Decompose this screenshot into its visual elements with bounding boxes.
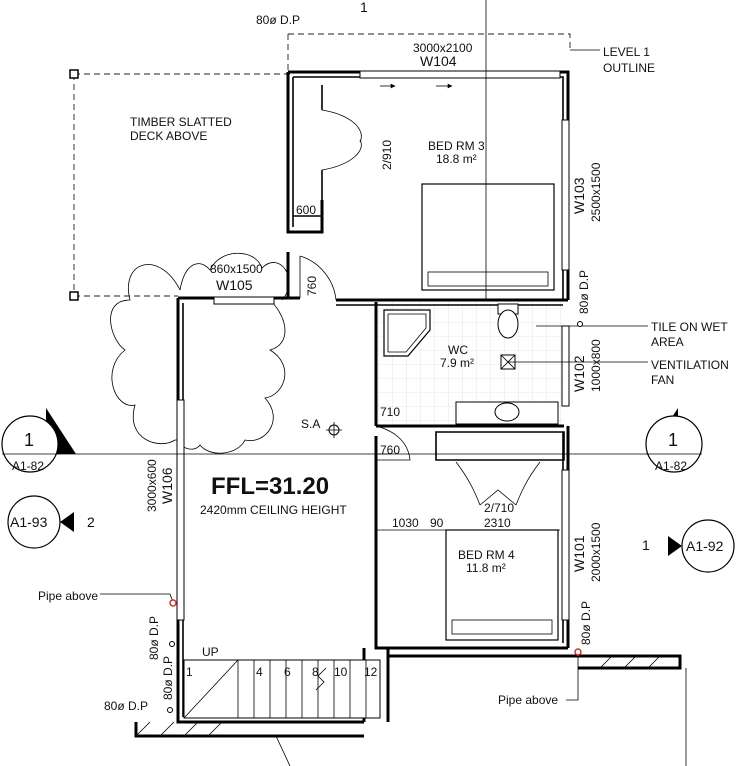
w104-size: 3000x2100 — [413, 41, 473, 55]
dim-2310: 2310 — [484, 516, 511, 530]
stair-step-12: 12 — [364, 665, 378, 679]
pipe-above-right-label: Pipe above — [498, 693, 558, 707]
w106-label: W106 — [159, 467, 175, 504]
dp-marker-left — [169, 641, 175, 647]
w105-size: 860x1500 — [210, 262, 263, 276]
dp-left-label-1: 80ø D.P — [147, 616, 161, 660]
door-710-label: 710 — [380, 405, 400, 419]
pipe-marker-left — [169, 599, 177, 607]
dp-left-label-2: 80ø D.P — [161, 656, 175, 700]
bed-rm-4-area: 11.8 m² — [466, 561, 506, 575]
dp-lower-right-label: 80ø D.P — [579, 601, 593, 645]
vent-label-2: FAN — [651, 373, 674, 387]
door-760-mid-label: 760 — [380, 443, 400, 457]
w101-label: W101 — [571, 535, 587, 572]
top-dp-label: 80ø D.P — [256, 13, 300, 27]
section-marker-right — [645, 408, 703, 473]
dp-marker-bottom-left — [167, 707, 173, 713]
stair-step-4: 4 — [256, 665, 263, 679]
ceiling-height-label: 2420mm CEILING HEIGHT — [200, 503, 347, 517]
smoke-alarm-icon — [326, 422, 342, 438]
bed-rm-3-name: BED RM 3 — [428, 139, 485, 153]
section-lines — [20, 0, 676, 766]
door-760-top-label: 760 — [305, 276, 319, 296]
w102-size: 1000x800 — [589, 339, 603, 392]
bed-rm-3-area: 18.8 m² — [436, 152, 477, 166]
w102-label: W102 — [571, 355, 587, 392]
w103-size: 2500x1500 — [589, 162, 603, 222]
door-600-label: 600 — [296, 203, 316, 217]
dp-marker-right — [577, 321, 583, 327]
wc-name: WC — [448, 343, 468, 357]
door-2-710-label: 2/710 — [484, 501, 514, 515]
grid-top-label: 1 — [360, 0, 368, 15]
pipe-marker-right — [574, 648, 582, 656]
section-right-number: 1 — [668, 430, 678, 450]
elevation-marker-a1-93 — [7, 495, 74, 549]
stair-step-1: 1 — [186, 665, 193, 679]
elevation-marker-a1-92 — [668, 519, 735, 573]
elevation-ref-a1-92: A1-92 — [686, 538, 724, 554]
tile-label-2: AREA — [651, 335, 684, 349]
elevation-num-a1-93: 2 — [87, 514, 95, 530]
deck-label-2: DECK ABOVE — [130, 129, 207, 143]
dp-bottom-left-label: 80ø D.P — [104, 699, 148, 713]
stair-up-label: UP — [202, 645, 219, 659]
doors — [299, 109, 541, 506]
timber-deck-outline — [69, 69, 290, 301]
bed-rm-4-name: BED RM 4 — [458, 548, 515, 562]
w101-size: 2000x1500 — [589, 522, 603, 582]
section-marker-left — [1, 408, 76, 473]
stairs — [183, 659, 381, 719]
vent-label-1: VENTILATION — [651, 358, 729, 372]
elevation-num-a1-92: 1 — [642, 537, 650, 553]
ffl-label: FFL=31.20 — [211, 473, 329, 500]
bed-rm-3-bed — [421, 183, 555, 291]
level-outline-label-2: OUTLINE — [603, 61, 655, 75]
level-1-outline — [287, 33, 571, 72]
tree-outline — [110, 252, 290, 454]
stair-step-10: 10 — [334, 665, 348, 679]
smoke-alarm-label: S.A — [301, 417, 320, 431]
w106-size: 3000x600 — [145, 459, 159, 512]
w103-label: W103 — [571, 177, 587, 214]
w105-label: W105 — [216, 277, 253, 293]
section-right-ref: A1-82 — [655, 459, 687, 473]
deck-label-1: TIMBER SLATTED — [130, 115, 232, 129]
stair-step-6: 6 — [284, 665, 291, 679]
dim-1030: 1030 — [392, 516, 419, 530]
section-left-ref: A1-82 — [12, 459, 44, 473]
elevation-ref-a1-93: A1-93 — [10, 514, 48, 530]
windows — [176, 70, 570, 621]
level-outline-label-1: LEVEL 1 — [603, 45, 650, 59]
bed-rm-4-bed — [445, 529, 559, 641]
door-2-910-label: 2/910 — [380, 140, 394, 170]
section-left-number: 1 — [24, 430, 34, 450]
wc-fixtures — [383, 303, 559, 425]
w104-label: W104 — [420, 53, 457, 69]
pipe-above-left-label: Pipe above — [38, 589, 98, 603]
tile-label-1: TILE ON WET — [651, 320, 728, 334]
stair-step-8: 8 — [312, 665, 319, 679]
dp-right-label: 80ø D.P — [577, 270, 591, 314]
wc-area: 7.9 m² — [440, 356, 474, 370]
dim-90: 90 — [430, 516, 444, 530]
